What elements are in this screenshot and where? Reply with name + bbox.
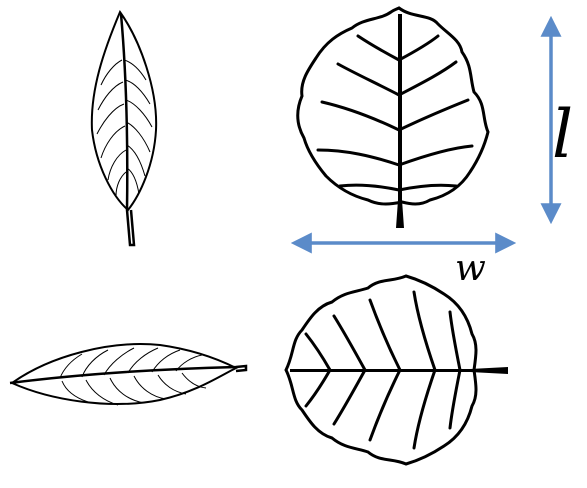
length-label: l — [552, 102, 573, 168]
narrow-leaf-vertical — [92, 12, 156, 245]
aspen-leaf-horizontal — [286, 276, 508, 464]
aspen-leaf-vertical — [298, 8, 488, 228]
width-label: w — [455, 251, 486, 287]
narrow-leaf-horizontal — [10, 344, 246, 405]
